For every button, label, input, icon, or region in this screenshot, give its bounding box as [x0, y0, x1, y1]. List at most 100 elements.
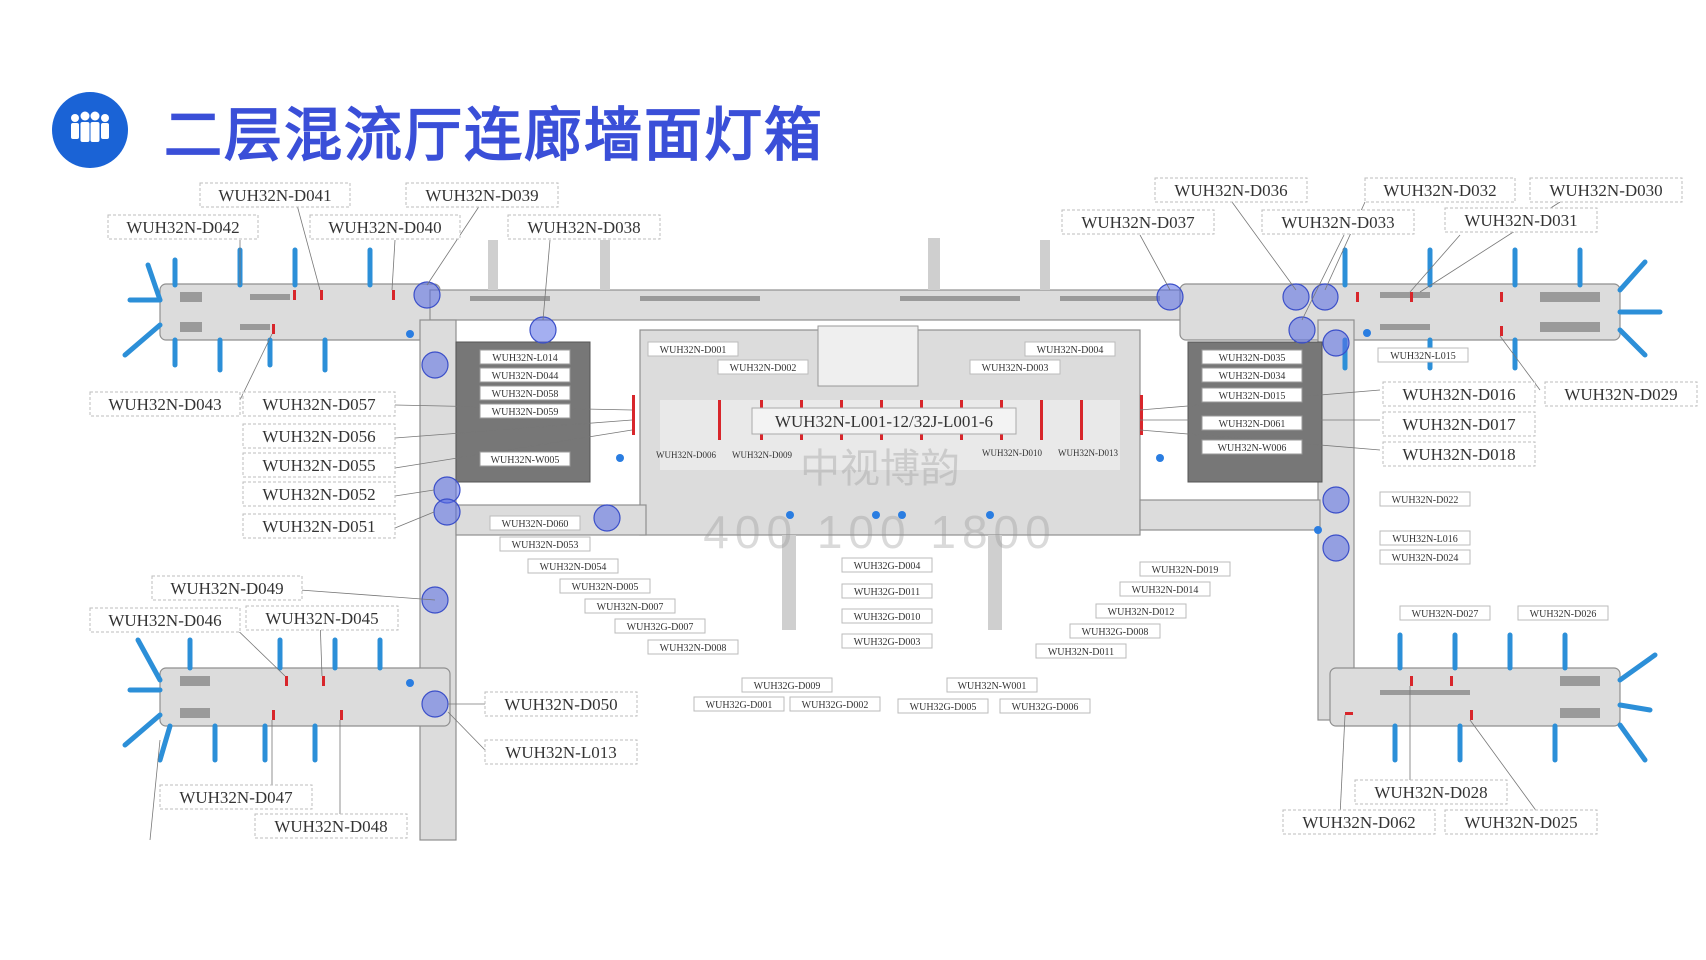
- svg-text:WUH32G-D008: WUH32G-D008: [1082, 627, 1149, 638]
- svg-text:WUH32N-D002: WUH32N-D002: [730, 363, 797, 374]
- label-g004: WUH32G-D004: [841, 557, 933, 573]
- svg-text:400 100 1800: 400 100 1800: [703, 506, 1056, 558]
- svg-text:WUH32N-D039: WUH32N-D039: [425, 186, 538, 205]
- svg-text:中视博韵: 中视博韵: [800, 447, 960, 491]
- label-g009: WUH32G-D009: [741, 677, 833, 693]
- label-d057: WUH32N-D057: [242, 391, 396, 417]
- svg-text:WUH32N-D062: WUH32N-D062: [1302, 813, 1415, 832]
- svg-text:WUH32G-D001: WUH32G-D001: [706, 700, 773, 711]
- label-d006: WUH32N-D006: [656, 450, 716, 460]
- svg-text:WUH32N-D026: WUH32N-D026: [1530, 609, 1597, 620]
- label-g010: WUH32G-D010: [841, 608, 933, 624]
- svg-text:WUH32N-D030: WUH32N-D030: [1549, 181, 1662, 200]
- label-l013: WUH32N-L013: [484, 739, 638, 765]
- label-d043: WUH32N-D043: [89, 391, 241, 417]
- label-d015: WUH32N-D015: [1201, 387, 1303, 403]
- svg-text:WUH32N-D017: WUH32N-D017: [1402, 415, 1516, 434]
- svg-text:WUH32N-D052: WUH32N-D052: [262, 485, 375, 504]
- svg-text:WUH32N-D061: WUH32N-D061: [1219, 419, 1286, 430]
- svg-text:WUH32N-D024: WUH32N-D024: [1392, 553, 1459, 564]
- label-d008: WUH32N-D008: [647, 639, 739, 655]
- label-d060: WUH32N-D060: [489, 515, 581, 531]
- svg-text:WUH32N-D041: WUH32N-D041: [218, 186, 331, 205]
- svg-text:WUH32G-D009: WUH32G-D009: [754, 681, 821, 692]
- svg-text:WUH32N-L013: WUH32N-L013: [505, 743, 616, 762]
- svg-text:WUH32N-D049: WUH32N-D049: [170, 579, 283, 598]
- svg-text:WUH32N-L016: WUH32N-L016: [1392, 534, 1458, 545]
- svg-text:WUH32N-D015: WUH32N-D015: [1219, 391, 1286, 402]
- label-d044: WUH32N-D044: [479, 367, 571, 383]
- label-d048: WUH32N-D048: [254, 813, 408, 839]
- svg-text:WUH32N-D036: WUH32N-D036: [1174, 181, 1287, 200]
- label-d014: WUH32N-D014: [1119, 581, 1211, 597]
- svg-text:WUH32N-D043: WUH32N-D043: [108, 395, 221, 414]
- svg-text:WUH32N-D010: WUH32N-D010: [982, 448, 1042, 458]
- svg-text:WUH32N-D042: WUH32N-D042: [126, 218, 239, 237]
- svg-text:WUH32N-D008: WUH32N-D008: [660, 643, 727, 654]
- label-d002: WUH32N-D002: [717, 359, 809, 375]
- label-l014: WUH32N-L014: [479, 349, 571, 365]
- label-d013: WUH32N-D013: [1058, 448, 1118, 458]
- svg-text:WUH32N-D022: WUH32N-D022: [1392, 495, 1459, 506]
- svg-text:WUH32N-D031: WUH32N-D031: [1464, 211, 1577, 230]
- label-d003: WUH32N-D003: [969, 359, 1061, 375]
- header: 二层混流厅连廊墙面灯箱: [52, 88, 824, 172]
- label-d052: WUH32N-D052: [242, 481, 396, 507]
- label-d032: WUH32N-D032: [1364, 177, 1516, 203]
- label-g001: WUH32G-D001: [693, 696, 785, 712]
- label-d039: WUH32N-D039: [405, 182, 559, 208]
- svg-text:WUH32N-W005: WUH32N-W005: [491, 455, 560, 466]
- svg-text:WUH32N-D016: WUH32N-D016: [1402, 385, 1515, 404]
- svg-text:WUH32G-D007: WUH32G-D007: [627, 622, 694, 633]
- svg-text:WUH32N-L014: WUH32N-L014: [492, 353, 558, 364]
- label-d018: WUH32N-D018: [1382, 441, 1536, 467]
- label-d012: WUH32N-D012: [1095, 603, 1187, 619]
- label-d045: WUH32N-D045: [245, 605, 399, 631]
- svg-text:WUH32G-D002: WUH32G-D002: [802, 700, 869, 711]
- svg-text:WUH32N-D019: WUH32N-D019: [1152, 565, 1219, 576]
- svg-text:WUH32N-D047: WUH32N-D047: [179, 788, 293, 807]
- svg-text:WUH32N-D057: WUH32N-D057: [262, 395, 376, 414]
- label-d009: WUH32N-D009: [732, 450, 792, 460]
- label-d024: WUH32N-D024: [1379, 549, 1471, 565]
- label-g006: WUH32G-D006: [999, 698, 1091, 714]
- svg-text:WUH32N-D045: WUH32N-D045: [265, 609, 378, 628]
- label-d025: WUH32N-D025: [1444, 809, 1598, 835]
- label-g005: WUH32G-D005: [897, 698, 989, 714]
- svg-text:WUH32N-D028: WUH32N-D028: [1374, 783, 1487, 802]
- label-d036: WUH32N-D036: [1154, 177, 1308, 203]
- svg-text:WUH32N-D038: WUH32N-D038: [527, 218, 640, 237]
- label-d049: WUH32N-D049: [151, 575, 303, 601]
- label-g008: WUH32G-D008: [1069, 623, 1161, 639]
- svg-text:WUH32N-D056: WUH32N-D056: [262, 427, 375, 446]
- svg-text:WUH32N-D037: WUH32N-D037: [1081, 213, 1195, 232]
- label-d005: WUH32N-D005: [559, 578, 651, 594]
- page-title: 二层混流厅连廊墙面灯箱: [164, 101, 825, 169]
- label-d058: WUH32N-D058: [479, 385, 571, 401]
- label-l016: WUH32N-L016: [1379, 530, 1471, 546]
- label-d053: WUH32N-D053: [499, 536, 591, 552]
- label-d046: WUH32N-D046: [89, 607, 241, 633]
- label-g011: WUH32G-D011: [841, 583, 933, 599]
- svg-text:WUH32N-D034: WUH32N-D034: [1219, 371, 1286, 382]
- label-g002: WUH32G-D002: [789, 696, 881, 712]
- svg-text:WUH32G-D006: WUH32G-D006: [1012, 702, 1079, 713]
- svg-text:WUH32N-D040: WUH32N-D040: [328, 218, 441, 237]
- label-d042: WUH32N-D042: [107, 214, 259, 240]
- svg-text:WUH32N-D001: WUH32N-D001: [660, 345, 727, 356]
- label-w006: WUH32N-W006: [1201, 439, 1303, 455]
- svg-text:WUH32N-D044: WUH32N-D044: [492, 371, 559, 382]
- svg-text:WUH32N-D033: WUH32N-D033: [1281, 213, 1394, 232]
- svg-text:WUH32N-D032: WUH32N-D032: [1383, 181, 1496, 200]
- svg-text:WUH32N-D053: WUH32N-D053: [512, 540, 579, 551]
- label-d010: WUH32N-D010: [982, 448, 1042, 458]
- svg-text:WUH32N-D011: WUH32N-D011: [1048, 647, 1114, 658]
- label-d047: WUH32N-D047: [159, 784, 313, 810]
- label-d033: WUH32N-D033: [1261, 209, 1415, 235]
- label-d027: WUH32N-D027: [1399, 605, 1491, 621]
- label-d031: WUH32N-D031: [1444, 207, 1598, 233]
- svg-text:WUH32N-W001: WUH32N-W001: [958, 681, 1027, 692]
- svg-text:WUH32G-D003: WUH32G-D003: [854, 637, 921, 648]
- svg-text:WUH32G-D011: WUH32G-D011: [854, 587, 920, 598]
